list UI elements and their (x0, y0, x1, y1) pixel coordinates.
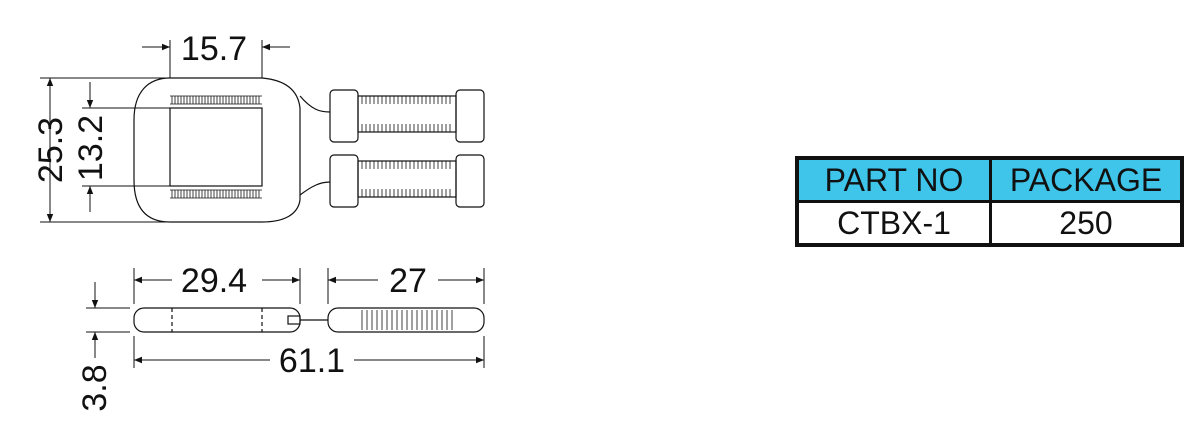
dim-head-length-label: 29.4 (181, 262, 247, 300)
side-strap (327, 307, 485, 333)
strap-upper-end-right (455, 89, 485, 143)
technical-drawing: 15.7 25.3 13.2 29.4 27 61.1 3.8 (32, 30, 485, 412)
part-table: PART NO PACKAGE CTBX-1 250 (795, 156, 1184, 247)
connector-upper (299, 95, 331, 113)
connector-lower (299, 181, 331, 196)
top-view (133, 77, 485, 223)
strap-upper-end-left (329, 89, 359, 143)
dim-window-height-label: 13.2 (72, 115, 110, 181)
strap-upper-body (357, 95, 457, 133)
strap-lower-body (357, 160, 457, 198)
dim-thickness-label: 3.8 (76, 364, 114, 411)
dim-strap-length-label: 27 (389, 262, 427, 300)
side-head (133, 307, 301, 333)
cell-package: 250 (989, 200, 1184, 247)
side-view (133, 307, 485, 333)
part-table-header-row: PART NO PACKAGE (795, 156, 1184, 203)
strap-lower-end-right (455, 154, 485, 208)
dim-total-length-label: 61.1 (279, 342, 345, 380)
header-part-no: PART NO (795, 156, 992, 203)
table-row: CTBX-1 250 (795, 200, 1184, 247)
strap-lower-end-left (329, 154, 359, 208)
side-view-dimensions (86, 268, 485, 368)
side-tongue (287, 315, 301, 325)
head-window (169, 107, 263, 187)
dim-width-label: 15.7 (181, 30, 247, 68)
top-view-dimensions (40, 40, 290, 223)
cell-part-no: CTBX-1 (795, 200, 992, 247)
header-package: PACKAGE (989, 156, 1184, 203)
dim-outer-height-label: 25.3 (32, 117, 70, 183)
